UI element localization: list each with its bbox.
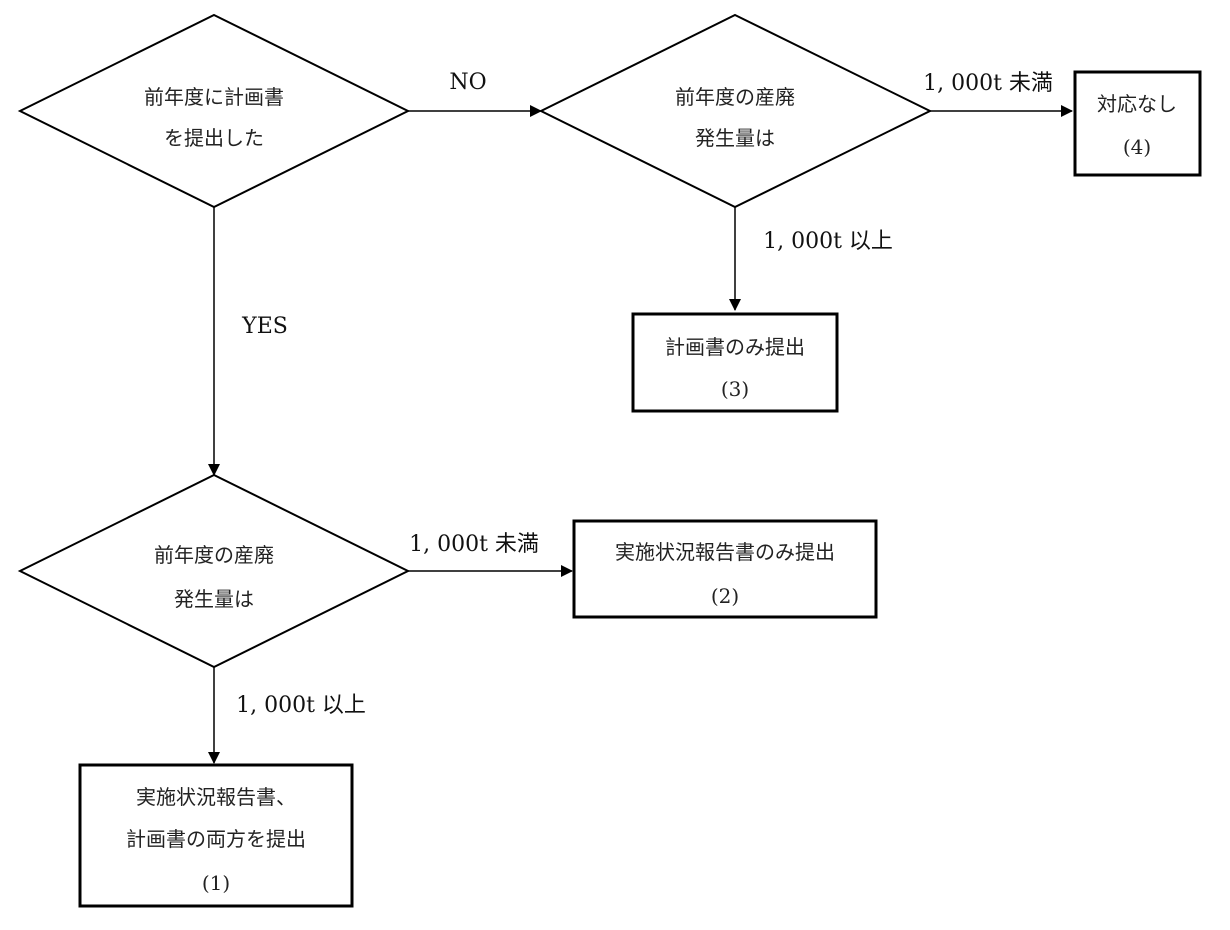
decision-submitted-plan <box>17 13 411 209</box>
decision-waste-amount-no-line2: 発生量は <box>695 126 775 150</box>
decision-submitted-plan-line2: を提出した <box>164 126 264 150</box>
outcome-box-4 <box>1073 70 1202 177</box>
outcome-4-label: 対応なし <box>1097 92 1177 116</box>
edge-label-no: NO <box>449 70 486 95</box>
decision-waste-amount-yes-line2: 発生量は <box>174 587 254 611</box>
edge-label-under-1000-top: 1, 000t 未満 <box>923 71 1053 96</box>
outcome-4-number: (4) <box>1123 135 1151 159</box>
outcome-3-label: 計画書のみ提出 <box>665 335 805 359</box>
edge-label-over-1000-top: 1, 000t 以上 <box>763 229 893 254</box>
outcome-1-label-line2: 計画書の両方を提出 <box>126 827 306 851</box>
outcome-box-1 <box>78 763 354 908</box>
outcome-1-label-line1: 実施状況報告書、 <box>136 785 296 809</box>
decision-waste-amount-no-branch <box>538 13 933 209</box>
outcome-2-number: (2) <box>711 584 739 608</box>
outcome-3-number: (3) <box>721 377 749 401</box>
decision-submitted-plan-line1: 前年度に計画書 <box>144 85 284 109</box>
outcome-box-3 <box>631 312 839 413</box>
outcome-box-2 <box>572 519 878 619</box>
decision-waste-amount-yes-branch <box>17 473 411 669</box>
decision-waste-amount-no-line1: 前年度の産廃 <box>675 85 795 109</box>
outcome-1-number: (1) <box>202 871 230 895</box>
decision-waste-amount-yes-line1: 前年度の産廃 <box>154 543 274 567</box>
edge-label-over-1000-bottom: 1, 000t 以上 <box>236 693 366 718</box>
outcome-2-label: 実施状況報告書のみ提出 <box>615 540 835 564</box>
edge-label-yes: YES <box>241 314 288 339</box>
edge-label-under-1000-bottom: 1, 000t 未満 <box>409 532 539 557</box>
